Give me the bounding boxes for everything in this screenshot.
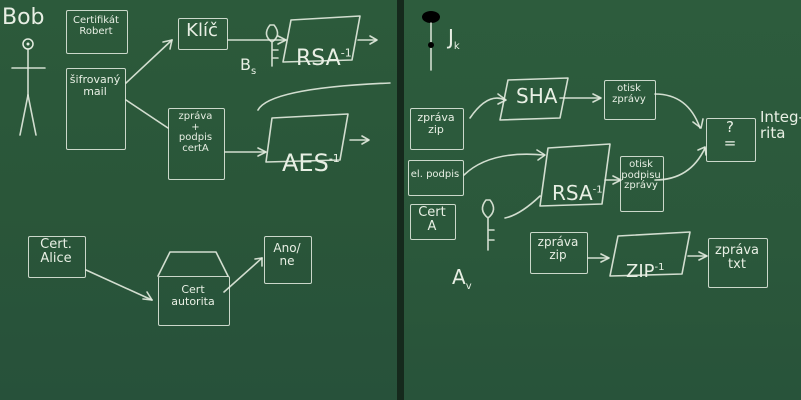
- ano-ne-label: Ano/ ne: [273, 241, 301, 268]
- otisk-podpisu-label: otisk podpisu zprávy: [621, 159, 661, 191]
- zprava-zip-2-label: zpráva zip: [537, 235, 579, 262]
- rsa-right-main: RSA: [552, 181, 593, 205]
- cert-bob-label: Certifikát Robert: [73, 15, 119, 37]
- b-s-main: B: [240, 54, 251, 74]
- question-label: ? =: [723, 118, 737, 152]
- bob-label: Bob: [2, 5, 45, 30]
- b-s-sub: s: [250, 65, 257, 77]
- el-podpis-label: el. podpis: [410, 169, 460, 180]
- aes-parallelogram: [265, 113, 349, 163]
- zip-parallelogram: [609, 231, 691, 277]
- zprava-txt-box: [708, 238, 768, 288]
- otisk-zpravy-label: otisk zprávy: [612, 83, 646, 105]
- aes-sup: -1: [328, 152, 340, 166]
- board-seam: [397, 0, 404, 400]
- question-box: [706, 118, 756, 162]
- otisk-podpisu-box: [620, 156, 664, 212]
- sifrovana-mail-label: šifrovaný mail: [69, 73, 121, 98]
- rsa-label: RSA-1: [296, 24, 352, 70]
- zprava-podpis-box: [168, 108, 225, 180]
- rsa-sup: -1: [340, 46, 352, 60]
- zprava-zip-label: zpráva zip: [417, 111, 455, 136]
- el-podpis-box: [408, 160, 464, 196]
- zprava-zip-box: [410, 108, 464, 150]
- otisk-zpravy-box: [604, 80, 656, 120]
- klic-label: Klíč: [186, 20, 218, 41]
- ano-ne-box: [264, 236, 312, 284]
- j-main: J: [448, 25, 454, 49]
- zprava-txt-label: zpráva txt: [714, 243, 760, 272]
- cert-autorita-label: Cert autorita: [171, 283, 215, 308]
- a-main: A: [452, 265, 466, 289]
- zip-sup: -1: [654, 261, 665, 273]
- cert-alice-label: Cert. Alice: [40, 237, 72, 266]
- bob-stick-figure: [11, 38, 46, 136]
- zprava-podpis-label: zpráva + podpis certA: [178, 111, 213, 154]
- left-chalkboard: [0, 0, 397, 400]
- rsa-parallelogram-right: [539, 143, 611, 207]
- cert-a-box: [410, 204, 456, 240]
- rsa-right-sup: -1: [592, 184, 603, 196]
- autorita-roof: [157, 251, 229, 277]
- zprava-zip-2-box: [530, 232, 588, 274]
- j-label: Jk: [448, 6, 460, 53]
- a-label: Av: [452, 246, 472, 293]
- cert-bob-box: [66, 10, 128, 54]
- integrita-label: Integ- rita: [760, 108, 801, 142]
- sha-label: SHA: [516, 84, 558, 108]
- rsa-parallelogram: [282, 15, 361, 63]
- sifrovana-mail-box: [66, 68, 126, 150]
- cert-a-label: Cert A: [418, 205, 446, 234]
- zip-label: ZIP-1: [626, 244, 664, 282]
- cert-autorita-box: [158, 276, 230, 326]
- j-figure: [422, 11, 440, 71]
- cert-alice-box: [28, 236, 86, 278]
- b-s-label: Bs: [240, 40, 256, 77]
- aes-label: AES-1: [282, 126, 340, 176]
- aes-main: AES: [282, 149, 329, 178]
- arrow-to-klic: [125, 39, 173, 84]
- rsa-main: RSA: [296, 46, 341, 72]
- j-sub: k: [453, 41, 460, 52]
- zip-main: ZIP: [626, 260, 655, 282]
- sha-parallelogram: [499, 77, 569, 121]
- a-sub: v: [465, 281, 472, 292]
- klic-box: [178, 18, 228, 50]
- rsa-right-label: RSA-1: [552, 162, 603, 204]
